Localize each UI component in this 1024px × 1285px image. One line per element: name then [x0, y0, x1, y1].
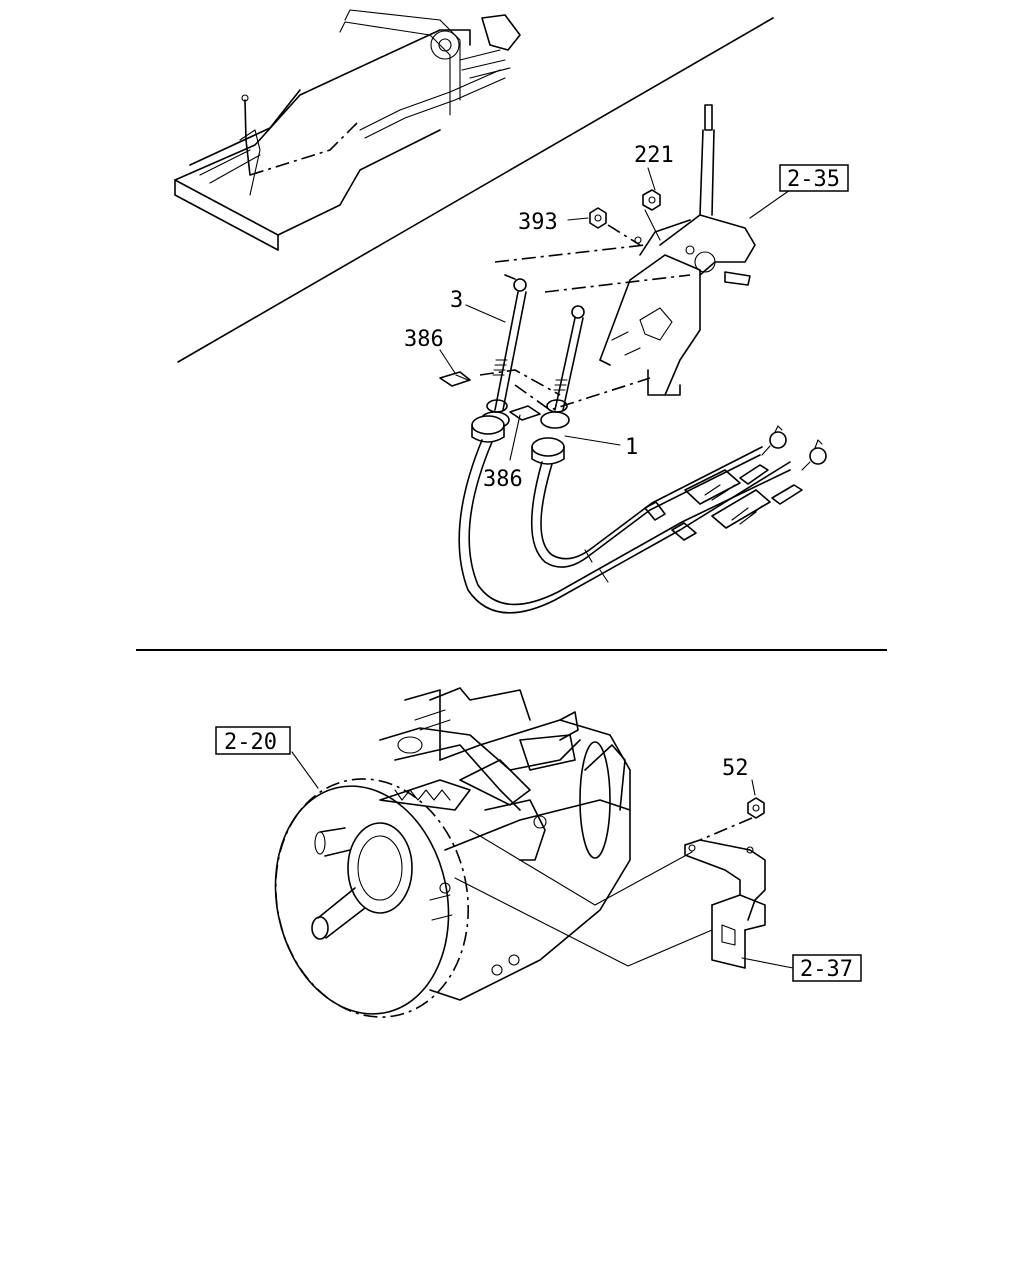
callout-386-right: 386	[483, 467, 523, 492]
clip-386-left	[439, 371, 471, 387]
ref-2-20-label: 2-20	[224, 730, 277, 755]
ref-box-2-35[interactable]: 2-35	[779, 164, 849, 192]
nut-52	[699, 797, 765, 841]
callout-52-label: 52	[722, 756, 749, 781]
transmission-assembly	[274, 687, 631, 1018]
callout-386-left: 386	[404, 327, 444, 352]
clip-386-right	[509, 405, 541, 421]
ref-2-37-label: 2-37	[800, 957, 853, 982]
ref-2-35-label: 2-35	[787, 167, 840, 192]
cable-ends-upper	[479, 244, 691, 429]
callout-386-left-label: 386	[404, 327, 444, 352]
callout-393-label: 393	[518, 210, 558, 235]
callout-221-label: 221	[634, 143, 674, 168]
vehicle-frame-overview	[174, 9, 521, 251]
ref-box-2-37[interactable]: 2-37	[792, 954, 862, 982]
section-divider-diagonal	[177, 17, 774, 363]
callout-1: 1	[625, 435, 638, 460]
callout-3: 3	[450, 288, 463, 313]
leader-lines-upper	[439, 167, 791, 461]
leader-lines-lower	[291, 751, 794, 969]
nut-221	[642, 189, 661, 241]
nut-393	[589, 207, 641, 246]
callout-386-right-label: 386	[483, 467, 523, 492]
cables-lower-run	[458, 415, 827, 614]
shift-lever-assembly	[599, 104, 756, 396]
ref-box-2-20[interactable]: 2-20	[215, 726, 291, 755]
bracket-2-37	[684, 839, 766, 969]
callout-1-label: 1	[625, 435, 638, 460]
callout-52: 52	[722, 756, 749, 781]
callout-3-label: 3	[450, 288, 463, 313]
callout-393: 393	[518, 210, 558, 235]
callout-221: 221	[634, 143, 674, 168]
